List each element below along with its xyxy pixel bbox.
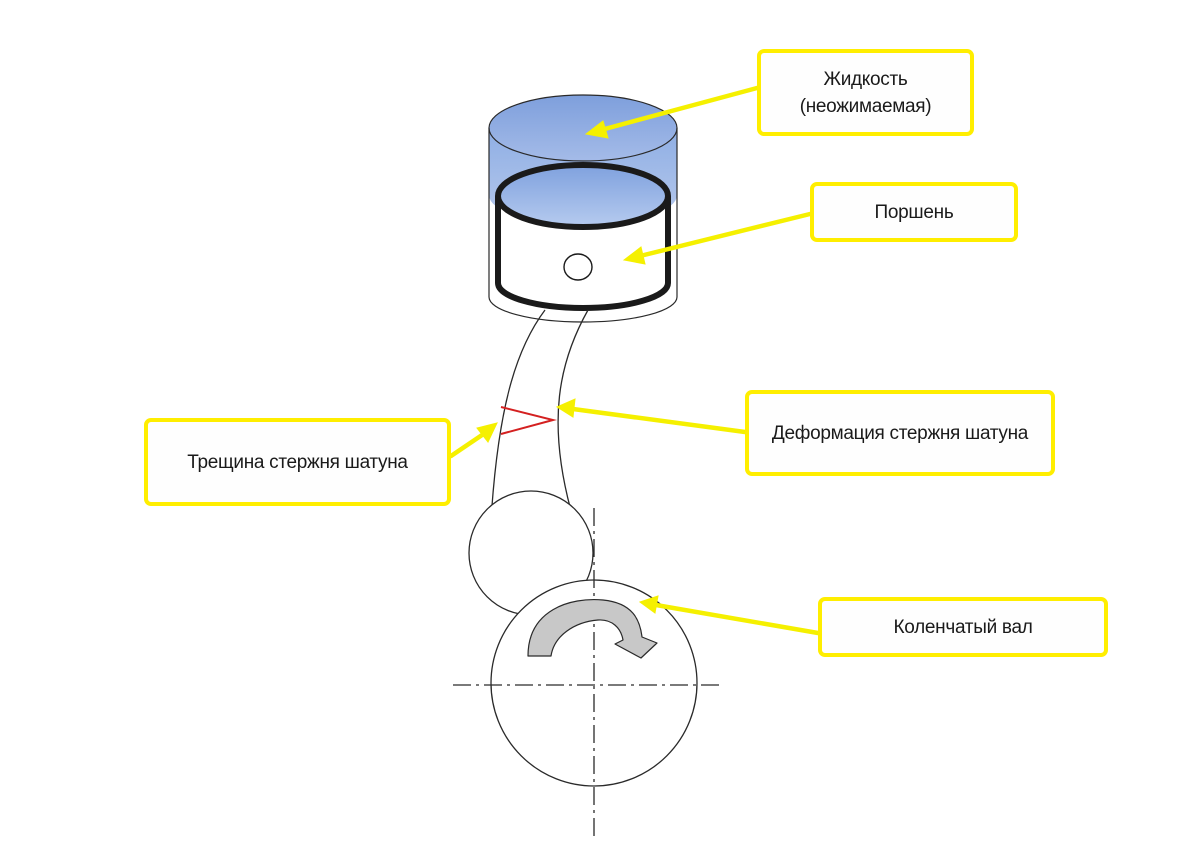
rod-deformation-label: Деформация стержня шатуна [771, 422, 1029, 444]
callout-arrows [448, 85, 821, 636]
arrow-crankshaft [638, 595, 821, 636]
liquid-label-line2: (неожимаемая) [799, 95, 932, 117]
callout-rod-deformation: Деформация стержня шатуна [745, 390, 1055, 476]
liquid-surface [488, 94, 678, 162]
callout-crankshaft: Коленчатый вал [818, 597, 1108, 657]
callout-rod-crack: Трещина стержня шатуна [144, 418, 451, 506]
arrow-liquid [584, 85, 760, 139]
wrist-pin [563, 253, 593, 281]
arrow-piston [622, 211, 813, 265]
arrow-crack [448, 422, 498, 459]
liquid-label-line1: Жидкость [823, 68, 908, 90]
arrow-deformation [555, 398, 748, 435]
rod-crack-label: Трещина стержня шатуна [187, 451, 408, 473]
piston-crown [495, 162, 671, 230]
piston-label: Поршень [874, 201, 954, 223]
crankshaft [453, 508, 720, 840]
rotation-arrow [527, 598, 658, 659]
rod-crack [500, 406, 557, 435]
callout-piston: Поршень [810, 182, 1018, 242]
connecting-rod [468, 309, 594, 616]
callout-liquid: Жидкость (неожимаемая) [757, 49, 974, 136]
crankshaft-label: Коленчатый вал [893, 616, 1033, 638]
piston [495, 162, 671, 311]
